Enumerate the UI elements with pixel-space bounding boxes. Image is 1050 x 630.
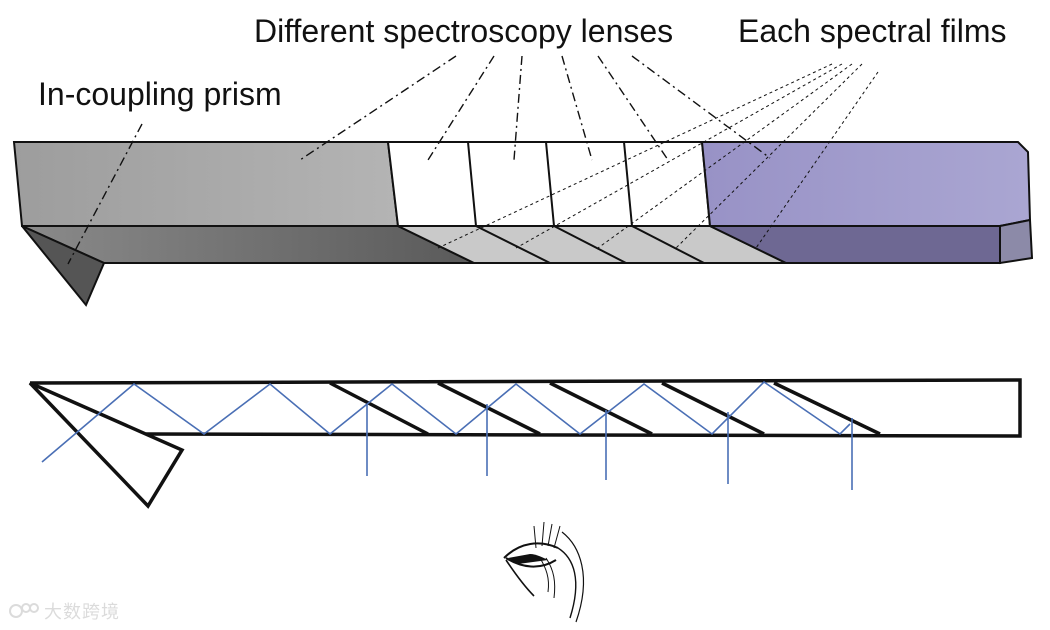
lens-floor-divider	[553, 225, 627, 264]
leader-line-prism	[67, 123, 143, 265]
label-in-coupling-prism: In-coupling prism	[38, 76, 282, 112]
film-end-cap	[999, 218, 1034, 265]
lens-floor-divider	[475, 225, 551, 264]
watermark-text: 大数跨境	[44, 602, 120, 623]
slant-film	[329, 381, 429, 436]
film-section-top	[700, 141, 1032, 227]
slant-film	[437, 381, 541, 436]
watermark-logo-icon	[9, 603, 39, 618]
slant-film	[549, 381, 653, 436]
label-spectroscopy-lenses: Different spectroscopy lenses	[254, 13, 674, 49]
watermark: 大数跨境	[8, 598, 120, 624]
cross-section-outline	[29, 378, 1022, 438]
eye-icon	[503, 521, 585, 623]
leader-lines-lenses	[299, 55, 771, 161]
lens-divider	[467, 141, 477, 227]
ray-zigzag	[41, 380, 851, 463]
waveguide-cross-section	[28, 378, 1022, 509]
waveguide-3d	[12, 141, 1034, 307]
leader-lines-films	[437, 63, 879, 249]
slant-film	[661, 381, 765, 436]
lens-floor-divider	[631, 225, 705, 264]
lens-divider	[623, 141, 633, 227]
slant-film	[773, 381, 881, 436]
prism-top-face	[12, 141, 400, 227]
prism-wedge	[21, 225, 106, 307]
light-rays	[41, 380, 853, 490]
label-spectral-films: Each spectral films	[738, 13, 1007, 49]
lens-divider	[545, 141, 555, 227]
cross-section-prism	[28, 381, 185, 509]
